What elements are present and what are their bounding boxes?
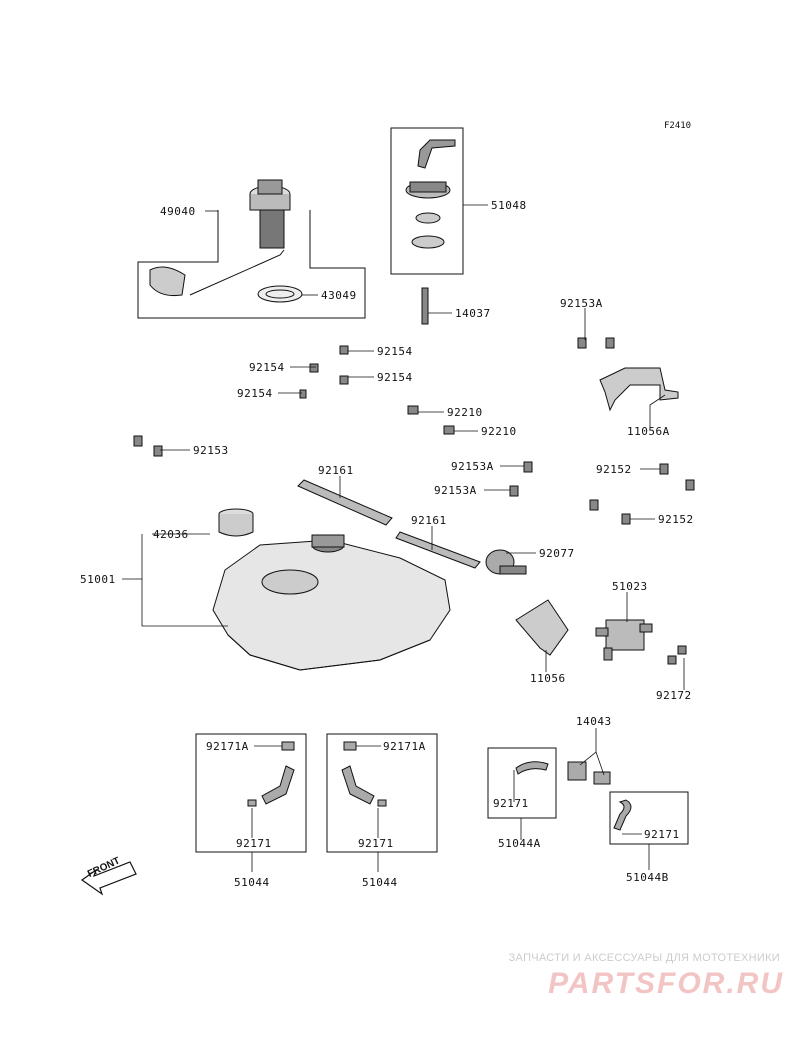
part-label: 92171: [493, 797, 529, 810]
part-label: 51044A: [498, 837, 541, 850]
part-label: 51044: [362, 876, 398, 889]
part-label: 92153A: [560, 297, 603, 310]
part-label: 92161: [318, 464, 354, 477]
part-label: 92154: [377, 345, 413, 358]
strip-icon: [395, 531, 481, 569]
bracket-icon: [599, 367, 679, 412]
part-label: 92171: [358, 837, 394, 850]
fuel-tank-icon: [212, 534, 451, 671]
bolt-icons: [133, 337, 695, 665]
part-label: 92210: [447, 406, 483, 419]
part-label: 92171: [644, 828, 680, 841]
watermark-brand: PARTSFOR.RU: [548, 967, 784, 1000]
part-label: 11056A: [627, 425, 670, 438]
part-label: 43049: [321, 289, 357, 302]
fuel-cock-icon: [595, 619, 653, 661]
cap-box: [390, 127, 464, 275]
part-label: 49040: [160, 205, 196, 218]
part-label: 92154: [377, 371, 413, 384]
gasket-icon: [257, 285, 303, 303]
part-label: 14043: [576, 715, 612, 728]
part-label: 92171A: [383, 740, 426, 753]
part-label: 92153A: [434, 484, 477, 497]
front-arrow-icon: [80, 861, 137, 896]
part-label: 51001: [80, 573, 116, 586]
part-label: 92154: [249, 361, 285, 374]
part-label: 51044: [234, 876, 270, 889]
part-label: 51044B: [626, 871, 669, 884]
plate-icon: [515, 599, 569, 656]
part-label: 51023: [612, 580, 648, 593]
hose-box-51044A: [487, 747, 557, 819]
part-label: 92210: [481, 425, 517, 438]
hose-box-51044-left: [195, 733, 307, 853]
part-label: 14037: [455, 307, 491, 320]
part-label: 92152: [596, 463, 632, 476]
part-label: 11056: [530, 672, 566, 685]
part-label: 92161: [411, 514, 447, 527]
hose-box-51044-right: [326, 733, 438, 853]
part-label: 92171A: [206, 740, 249, 753]
part-label: 92154: [237, 387, 273, 400]
part-label: 92153: [193, 444, 229, 457]
figure-id: F2410: [664, 121, 692, 131]
part-label: 92172: [656, 689, 692, 702]
fuel-pump-frame: [137, 210, 366, 319]
rod-icon: [421, 287, 429, 325]
filler-neck-icon: [218, 508, 254, 537]
part-label: 92171: [236, 837, 272, 850]
part-label: 51048: [491, 199, 527, 212]
strip-icon: [297, 479, 393, 526]
part-label: 92152: [658, 513, 694, 526]
fuel-valve-icon: [485, 549, 527, 575]
leader-lines: [122, 204, 685, 872]
watermark-tagline: ЗАПЧАСТИ И АКСЕССУАРЫ ДЛЯ МОТОТЕХНИКИ: [508, 952, 780, 964]
fuel-cap-icon: [405, 139, 456, 249]
part-label: 92153A: [451, 460, 494, 473]
part-label: 92077: [539, 547, 575, 560]
part-label: 42036: [153, 528, 189, 541]
hose-icons: [247, 741, 632, 831]
fuel-pump-icon: [149, 179, 291, 296]
